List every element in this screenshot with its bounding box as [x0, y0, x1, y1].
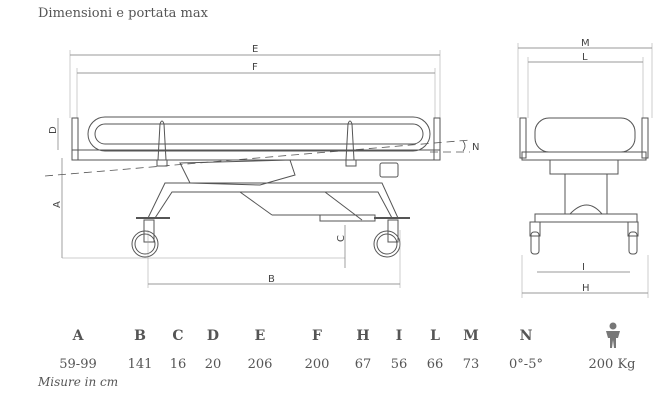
dim-label-i: I	[582, 262, 585, 273]
spec-value-m: 73	[462, 357, 480, 372]
dim-label-d: D	[48, 126, 59, 134]
dim-label-a: A	[52, 201, 63, 208]
spec-value-f: 200	[304, 357, 330, 372]
end-view	[517, 43, 653, 298]
spec-label-b: B	[134, 328, 146, 344]
spec-label-h: H	[356, 328, 370, 344]
spec-value-i: 56	[390, 357, 408, 372]
spec-value-e: 206	[247, 357, 273, 372]
side-view	[44, 50, 471, 288]
dim-label-b: B	[268, 274, 275, 285]
dim-label-n: N	[472, 142, 479, 153]
dim-label-h: H	[582, 283, 590, 294]
spec-label-n: N	[519, 328, 533, 344]
dim-label-e: E	[252, 44, 258, 55]
spec-value-d: 20	[204, 357, 222, 372]
technical-drawing: E F D A B C N M L I H	[44, 38, 653, 298]
capacity-value: 200 Kg	[588, 357, 636, 372]
spec-label-l: L	[430, 328, 440, 344]
spec-label-e: E	[254, 328, 266, 344]
spec-label-a: A	[72, 328, 84, 344]
spec-value-n: 0°-5°	[509, 357, 543, 372]
spec-label-m: M	[463, 328, 479, 344]
spec-value-a: 59-99	[59, 357, 97, 372]
spec-value-c: 16	[169, 357, 187, 372]
units-note: Misure in cm	[38, 375, 119, 389]
spec-value-h: 67	[354, 357, 372, 372]
dim-label-f: F	[252, 62, 258, 73]
spec-label-d: D	[206, 328, 220, 344]
spec-label-i: I	[395, 328, 403, 344]
page-title: Dimensioni e portata max	[38, 6, 208, 21]
spec-label-c: C	[172, 328, 184, 344]
spec-value-b: 141	[127, 357, 153, 372]
dim-label-l: L	[582, 52, 588, 63]
spec-value-l: 66	[426, 357, 444, 372]
spec-label-f: F	[312, 328, 322, 344]
dim-label-m: M	[581, 38, 590, 49]
dim-label-c: C	[336, 235, 347, 242]
person-icon	[606, 322, 620, 348]
